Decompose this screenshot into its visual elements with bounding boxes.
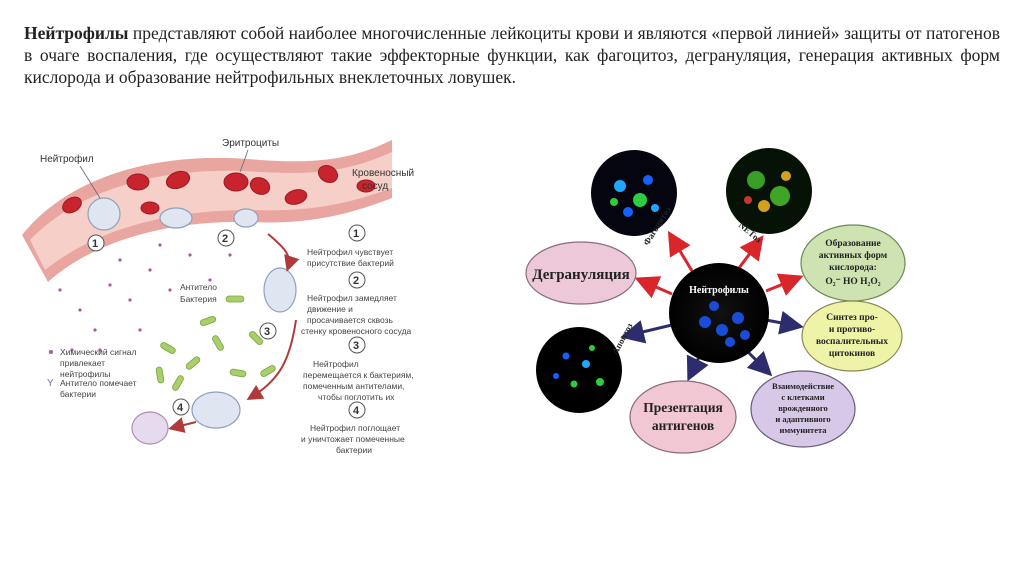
degranulation-node: Дегрануляция [525,241,637,305]
left-diagram: Нейтрофил Эритроциты Кровеносный сосуд А… [22,138,414,455]
svg-text:кислорода:: кислорода: [829,263,877,273]
bacteria [155,295,276,391]
svg-text:и противо-: и противо- [829,325,875,335]
svg-text:Взаимодействие: Взаимодействие [772,381,834,391]
label-vessel-line2: сосуд [362,181,388,192]
chemical-signal-dots [58,243,232,352]
label-vessel-line1: Кровеносный [352,168,414,179]
svg-text:бактерии: бактерии [336,445,372,455]
svg-text:чтобы поглотить их: чтобы поглотить их [318,392,395,402]
intro-paragraph: Нейтрофилы представляют собой наиболее м… [24,22,1000,88]
svg-text:движение и: движение и [307,304,353,314]
red-arrows [634,230,804,299]
step-descriptions: 1 Нейтрофил чувствует присутствие бактер… [301,224,414,455]
step-4: 4 Нейтрофил поглощает и уничтожает помеч… [301,401,405,455]
label-antibody: Антитело [180,282,217,292]
svg-text:и уничтожает помеченные: и уничтожает помеченные [301,434,405,444]
legend-antibody-line1: Антитело помечает [60,378,137,388]
label-neutrophil: Нейтрофил [40,153,94,165]
svg-text:активных форм: активных форм [819,250,888,261]
cytokines-node: Синтез про- и противо- воспалительных ци… [801,300,903,372]
svg-text:стенку кровеносного сосуда: стенку кровеносного сосуда [301,326,412,336]
svg-text:Синтез про-: Синтез про- [826,313,878,323]
legend-signal-line3: нейтрофилы [60,369,110,379]
svg-text:помеченным антителами,: помеченным антителами, [303,381,404,391]
svg-text:4: 4 [353,405,360,417]
blood-vessel-lumen [30,152,392,270]
label-apoptosis: Апоптоз [610,321,635,356]
apoptosis-micrograph [536,327,622,413]
svg-text:воспалительных: воспалительных [816,337,888,347]
svg-text:Нейтрофил чувствует: Нейтрофил чувствует [307,247,393,257]
svg-text:2: 2 [353,275,359,287]
svg-text:с клетками: с клетками [781,392,824,402]
ros-node: Образование активных форм кислорода: O₂⁻… [800,224,906,302]
degranulation-label: Дегрануляция [532,267,630,283]
svg-text:2: 2 [222,233,228,245]
step-3: 3 Нейтрофил перемещается к бактериям, по… [303,336,414,402]
diagram-step-markers: 1 2 3 4 [87,229,277,416]
svg-text:4: 4 [177,402,184,414]
legend-antibody-line2: бактерии [60,389,96,399]
svg-text:Нейтрофил замедляет: Нейтрофил замедляет [307,293,397,303]
svg-text:иммунитета: иммунитета [780,425,828,435]
intro-text: представляют собой наиболее многочисленн… [24,23,1000,87]
svg-text:1: 1 [353,228,359,240]
step-1: 1 Нейтрофил чувствует присутствие бактер… [307,224,394,268]
svg-text:просачивается сквозь: просачивается сквозь [307,315,394,325]
svg-text:3: 3 [264,326,270,338]
ros-formula: O₂⁻ HO H₂O₂ [825,277,880,287]
svg-text:Презентация: Презентация [643,400,723,415]
center-neutrophils-node: Нейтрофилы [669,263,769,363]
erythrocytes [62,164,376,215]
label-erythrocytes: Эритроциты [222,138,279,149]
svg-text:перемещается к бактериям,: перемещается к бактериям, [303,370,414,380]
legend-signal-marker [49,350,53,354]
svg-text:3: 3 [353,340,359,352]
svg-text:1: 1 [92,238,98,250]
interaction-node: Взаимодействие с клетками врожденного и … [750,370,856,448]
svg-text:антигенов: антигенов [652,418,714,433]
svg-text:и адаптивного: и адаптивного [775,414,830,424]
netosis-micrograph [726,148,812,234]
label-bacterium: Бактерия [180,294,217,304]
presentation-node: Презентация антигенов [629,380,737,454]
svg-text:Образование: Образование [825,238,881,249]
legend-signal-line2: привлекает [60,358,105,368]
legend: Химический сигнал привлекает нейтрофилы … [47,347,137,399]
svg-text:врожденного: врожденного [778,403,828,413]
center-label: Нейтрофилы [689,285,749,296]
intro-term: Нейтрофилы [24,23,129,43]
legend-antibody-marker: Y [47,378,54,389]
right-diagram: Нейтрофилы Фагоцитоз NETоз Апоптоз Дегра… [525,148,906,454]
step-2: 2 Нейтрофил замедляет движение и просачи… [301,271,412,336]
svg-text:Нейтрофил поглощает: Нейтрофил поглощает [310,423,400,433]
neutrophil-cells [87,197,297,445]
svg-text:цитокинов: цитокинов [829,349,875,359]
svg-text:присутствие бактерий: присутствие бактерий [307,258,394,268]
svg-text:Нейтрофил: Нейтрофил [313,359,359,369]
legend-signal-line1: Химический сигнал [60,347,137,357]
phagocytosis-micrograph [591,150,677,236]
